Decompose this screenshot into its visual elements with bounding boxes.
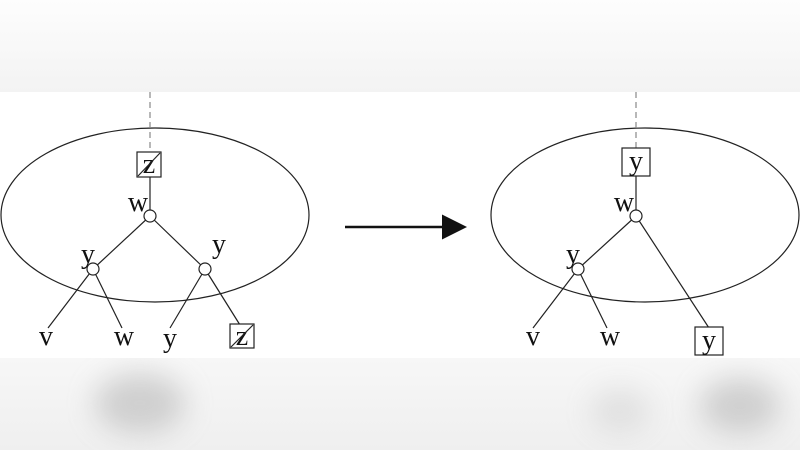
blur-blob xyxy=(700,378,780,433)
right-leaf-y-label: y xyxy=(702,325,716,356)
right-tree: y w y v w y xyxy=(490,92,800,356)
left-edge-y-y xyxy=(169,268,206,329)
left-tree: z w y y v w y z xyxy=(0,92,310,354)
left-root-cross-mark xyxy=(137,152,161,177)
right-leaf-w: w xyxy=(600,321,621,352)
blur-blob xyxy=(95,373,185,433)
right-edge-w-yleaf xyxy=(635,215,710,329)
bottom-letterbox-band xyxy=(0,358,800,450)
right-root-label: y xyxy=(629,146,643,177)
right-edge-y-v xyxy=(532,268,579,329)
left-leaf-z-cross-mark xyxy=(230,324,254,348)
left-node-y-right xyxy=(198,262,212,276)
right-node-w xyxy=(629,209,643,223)
left-leaf-v: v xyxy=(39,321,53,352)
left-node-w-label: w xyxy=(128,187,149,218)
right-leaf-v: v xyxy=(526,321,540,352)
right-leaf-y-box xyxy=(694,326,724,356)
right-node-y xyxy=(571,262,585,276)
left-node-y-right-label: y xyxy=(212,229,226,260)
right-edge-y-w xyxy=(577,268,608,329)
left-edge-w-yleft xyxy=(92,215,151,270)
left-leaf-w: w xyxy=(114,321,135,352)
right-edge-w-y xyxy=(577,215,637,270)
left-node-y-left-label: y xyxy=(81,239,95,270)
left-edge-y-w xyxy=(92,268,123,329)
right-region-ellipse xyxy=(490,127,800,303)
left-edge-w-yright xyxy=(149,215,206,270)
top-letterbox-band xyxy=(0,0,800,92)
left-edge-y-z xyxy=(204,268,241,326)
left-leaf-y: y xyxy=(163,323,177,354)
right-root-box xyxy=(621,147,651,177)
left-node-w xyxy=(143,209,157,223)
blur-blob xyxy=(590,388,650,433)
left-edge-y-v xyxy=(47,268,94,329)
right-node-y-label: y xyxy=(566,239,580,270)
left-region-ellipse xyxy=(0,127,310,303)
left-node-y-left xyxy=(86,262,100,276)
right-node-w-label: w xyxy=(614,187,635,218)
